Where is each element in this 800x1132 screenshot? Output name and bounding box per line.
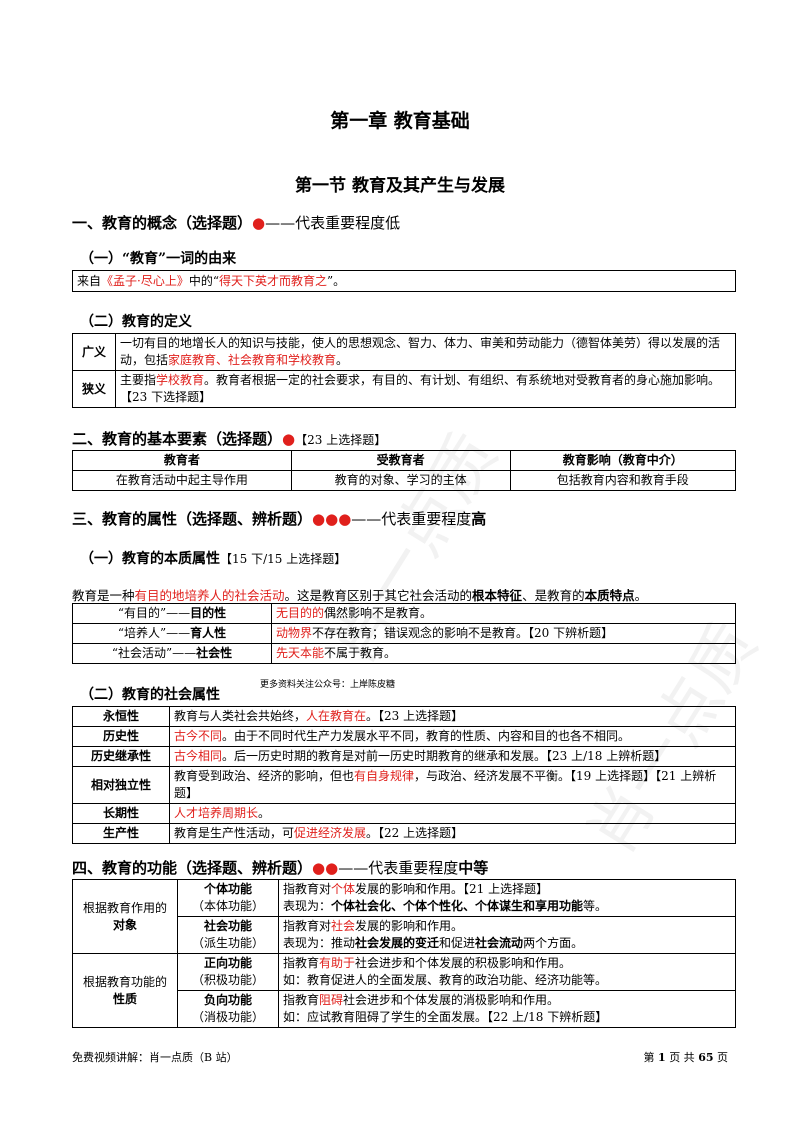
definition-table: 广义 一切有目的地增长人的知识与技能，使人的思想观念、智力、体力、审美和劳动能力…: [72, 333, 736, 408]
social-table: 永恒性 教育与人类社会共始终，人在教育在。【23 上选择题】 历史性 古今不同。…: [72, 706, 736, 844]
promo-text: 更多资料关注公众号：上岸陈皮糖: [260, 680, 396, 690]
origin-box: 来自《孟子·尽心上》中的“得天下英才而教育之”。: [72, 270, 736, 292]
table-row: “社会活动”——社会性 先天本能不属于教育。: [72, 643, 736, 664]
chapter-title: 第一章 教育基础: [330, 110, 470, 132]
table-row: “培养人”——育人性 动物界不存在教育；错误观念的影响不是教育。【20 下辨析题…: [72, 623, 736, 644]
table-row: 狭义 主要指学校教育。教育者根据一定的社会要求，有目的、有计划、有组织、有系统地…: [72, 370, 736, 408]
table-row: 长期性 人才培养周期长。: [72, 803, 736, 824]
heading-concept: 一、教育的概念（选择题）●——代表重要程度低: [72, 214, 401, 232]
importance-dots: ●: [252, 214, 266, 232]
page-number: 第 1 页 共 65 页: [643, 1051, 728, 1064]
heading-social: （二）教育的社会属性: [80, 687, 220, 703]
heading-definition: （二）教育的定义: [80, 314, 192, 330]
functions-table: 根据教育作用的对象 个体功能（本体功能） 指教育对个体发展的影响和作用。【21 …: [72, 879, 736, 1028]
table-row: 历史性 古今不同。由于不同时代生产力发展水平不同，教育的性质、内容和目的也各不相…: [72, 726, 736, 747]
table-row: 根据教育功能的性质 正向功能（积极功能） 指教育有助于社会进步和个体发展的积极影…: [72, 953, 736, 1028]
heading-attributes: 三、教育的属性（选择题、辨析题）●●●——代表重要程度高: [72, 510, 487, 528]
heading-elements: 二、教育的基本要素（选择题）●【23 上选择题】: [72, 430, 387, 448]
essential-table: “有目的”——目的性 无目的的偶然影响不是教育。 “培养人”——育人性 动物界不…: [72, 603, 736, 664]
heading-essential: （一）教育的本质属性【15 下/15 上选择题】: [80, 551, 347, 567]
table-row: 广义 一切有目的地增长人的知识与技能，使人的思想观念、智力、体力、审美和劳动能力…: [72, 333, 736, 371]
definition-narrow: 主要指学校教育。教育者根据一定的社会要求，有目的、有计划、有组织、有系统地对受教…: [115, 370, 736, 408]
table-row: 永恒性 教育与人类社会共始终，人在教育在。【23 上选择题】: [72, 706, 736, 727]
table-row: “有目的”——目的性 无目的的偶然影响不是教育。: [72, 603, 736, 624]
term-broad: 广义: [72, 333, 116, 371]
table-row: 生产性 教育是生产性活动，可促进经济发展。【22 上选择题】: [72, 823, 736, 844]
section-title: 第一节 教育及其产生与发展: [295, 176, 505, 196]
elements-table: 教育者 受教育者 教育影响（教育中介） 在教育活动中起主导作用 教育的对象、学习…: [72, 450, 737, 491]
table-row: 负向功能（消极功能） 指教育阻碍社会进步和个体发展的消极影响和作用。 如：应试教…: [73, 990, 736, 1028]
table-row: 历史继承性 古今相同。后一历史时期的教育是对前一历史时期教育的继承和发展。【23…: [72, 746, 736, 767]
table-row: 社会功能（派生功能） 指教育对社会发展的影响和作用。 表现为：推动社会发展的变迁…: [73, 916, 736, 954]
table-row: 在教育活动中起主导作用 教育的对象、学习的主体 包括教育内容和教育手段: [72, 470, 737, 491]
definition-broad: 一切有目的地增长人的知识与技能，使人的思想观念、智力、体力、审美和劳动能力（德智…: [115, 333, 736, 371]
heading-origin: （一）“教育”一词的由来: [80, 251, 237, 267]
table-row: 教育者 受教育者 教育影响（教育中介）: [72, 450, 737, 471]
table-row: 相对独立性 教育受到政治、经济的影响，但也有自身规律，与政治、经济发展不平衡。【…: [72, 766, 736, 804]
table-row: 根据教育作用的对象 个体功能（本体功能） 指教育对个体发展的影响和作用。【21 …: [72, 879, 736, 954]
heading-functions: 四、教育的功能（选择题、辨析题）●●——代表重要程度中等: [72, 859, 489, 877]
essential-intro: 教育是一种有目的地培养人的社会活动。这是教育区别于其它社会活动的根本特征、是教育…: [72, 588, 648, 603]
term-narrow: 狭义: [72, 370, 116, 408]
footer-left: 免费视频讲解：肖一点质（B 站）: [72, 1051, 238, 1064]
